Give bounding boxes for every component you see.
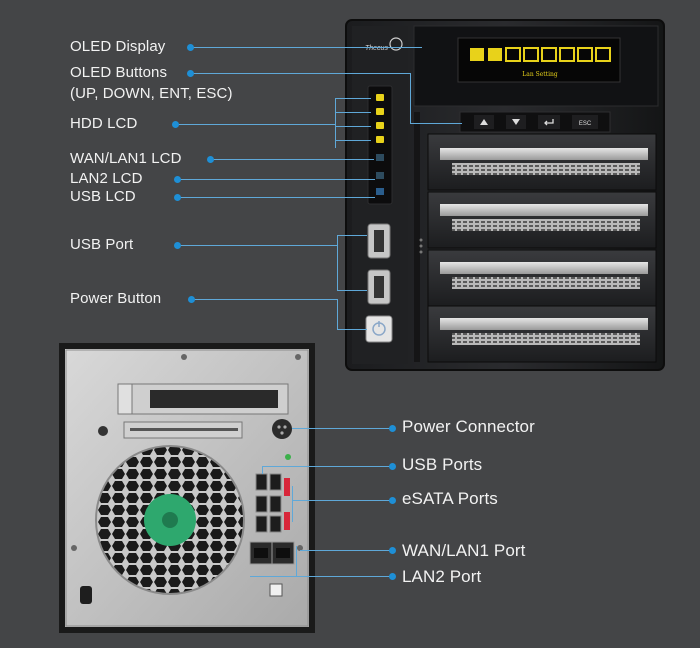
front-unit: Lan Setting Thecus ESC (345, 19, 665, 371)
label-hdd-lcd: HDD LCD (70, 115, 138, 132)
label-usb-port: USB Port (70, 236, 134, 253)
oled-buttons: ESC (459, 111, 611, 133)
label-lan2-lcd: LAN2 LCD (70, 170, 143, 187)
label-oled-display: OLED Display (70, 38, 166, 55)
label-power-connector: Power Connector (402, 417, 535, 436)
svg-text:ESC: ESC (579, 121, 592, 127)
label-usb-ports: USB Ports (402, 455, 483, 474)
oled-icons (470, 47, 611, 62)
label-oled-buttons: OLED Buttons (70, 64, 168, 81)
rear-unit (59, 343, 315, 633)
label-power-button: Power Button (70, 290, 162, 307)
brand-logo: Thecus (365, 45, 388, 52)
label-esata-ports: eSATA Ports (402, 489, 498, 508)
label-wan-lan1-lcd: WAN/LAN1 LCD (70, 150, 182, 167)
label-usb-lcd: USB LCD (70, 188, 136, 205)
label-wan-lan1-port: WAN/LAN1 Port (402, 541, 526, 560)
oled-text: Lan Setting (522, 71, 558, 78)
label-oled-buttons-sub: (UP, DOWN, ENT, ESC) (70, 85, 233, 102)
drive-bays (427, 133, 657, 363)
label-lan2-port: LAN2 Port (402, 567, 482, 586)
